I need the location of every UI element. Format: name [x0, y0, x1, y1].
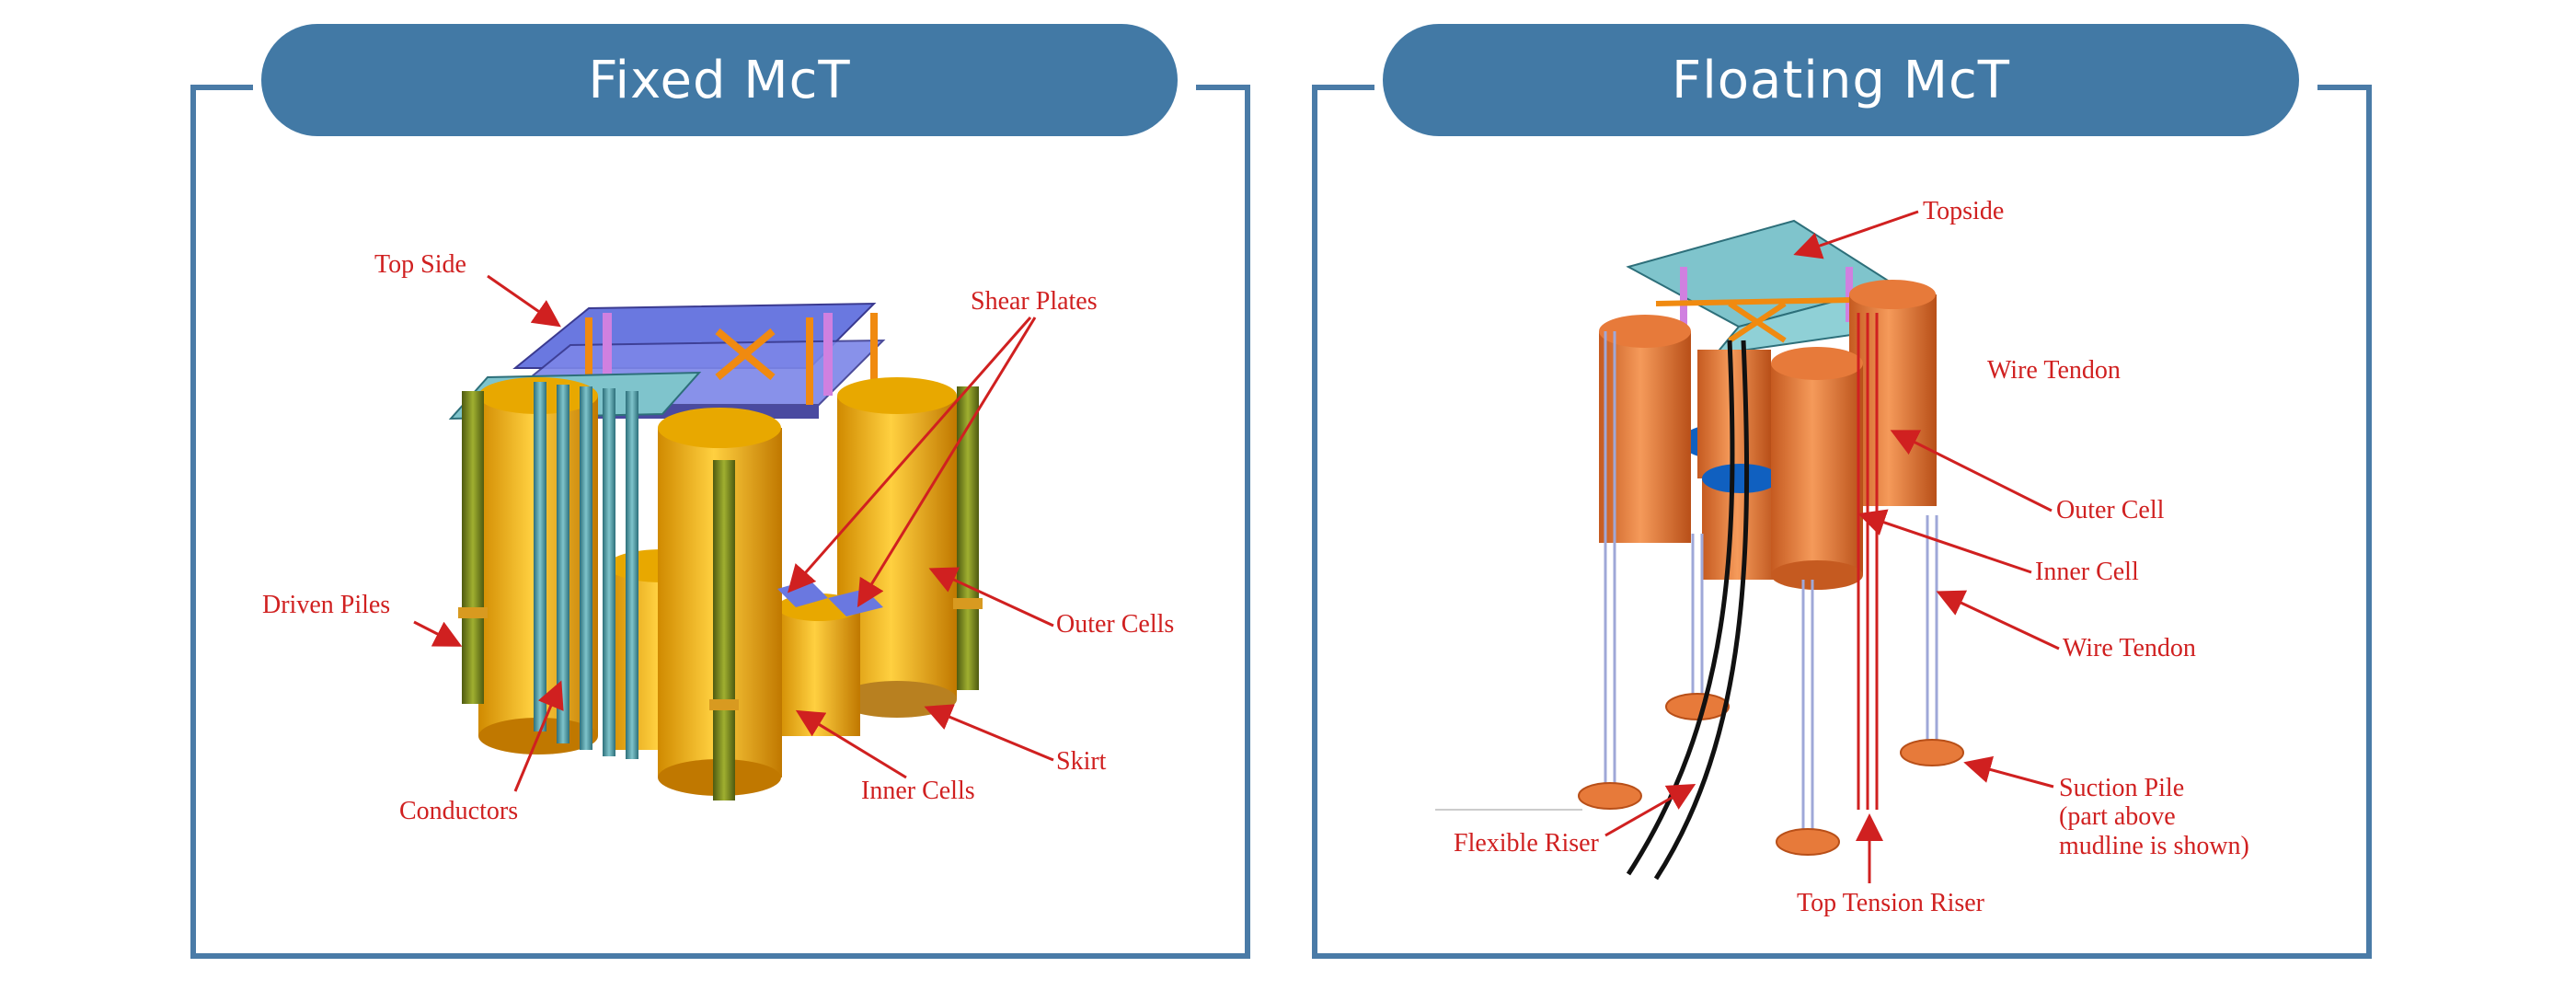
- fixed-mct-labels: Top Side Shear Plates Driven Piles Outer…: [262, 250, 1174, 825]
- label-top-side: Top Side: [374, 250, 466, 279]
- floating-mct-title: Floating McT: [1383, 24, 2299, 136]
- label-conductors: Conductors: [399, 797, 518, 825]
- label-outer-cell: Outer Cell: [2056, 496, 2165, 524]
- label-top-tension-riser: Top Tension Riser: [1797, 889, 1985, 917]
- floating-mct-labels: Topside Wire Tendon Outer Cell Inner Cel…: [1454, 197, 2249, 917]
- label-wire-tendon-bottom: Wire Tendon: [2063, 634, 2196, 662]
- fixed-mct-title: Fixed McT: [261, 24, 1178, 136]
- label-suction-pile-line1: Suction Pile: [2059, 774, 2184, 802]
- fixed-mct-structure: [448, 302, 983, 800]
- label-driven-piles: Driven Piles: [262, 591, 390, 619]
- label-skirt: Skirt: [1056, 747, 1107, 776]
- label-wire-tendon-top: Wire Tendon: [1987, 356, 2121, 385]
- label-suction-pile-line3: mudline is shown): [2059, 832, 2249, 860]
- label-inner-cell: Inner Cell: [2035, 558, 2139, 586]
- floating-mct-structure: [1435, 219, 1964, 881]
- label-inner-cells: Inner Cells: [861, 777, 975, 805]
- label-suction-pile-line2: (part above: [2059, 802, 2176, 831]
- label-topside: Topside: [1923, 197, 2004, 225]
- label-outer-cells: Outer Cells: [1056, 610, 1174, 639]
- label-shear-plates: Shear Plates: [971, 287, 1098, 316]
- label-flexible-riser: Flexible Riser: [1454, 829, 1600, 858]
